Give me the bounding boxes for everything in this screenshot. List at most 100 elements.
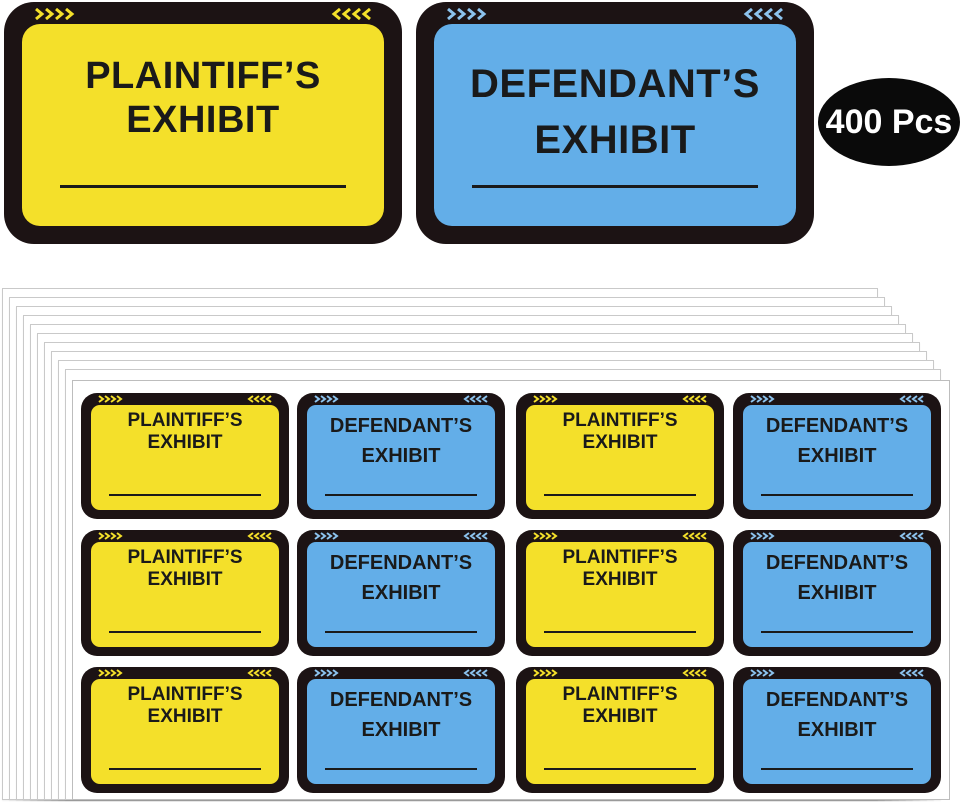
label-face: DEFENDANT’S EXHIBIT xyxy=(743,679,931,784)
defendant-exhibit-label: DEFENDANT’S EXHIBIT xyxy=(297,667,505,793)
label-face: DEFENDANT’S EXHIBIT xyxy=(307,679,495,784)
label-title-line2: EXHIBIT xyxy=(797,582,877,604)
label-title-line1: PLAINTIFF’S xyxy=(562,547,678,568)
label-title-line2: EXHIBIT xyxy=(797,719,877,741)
write-in-line xyxy=(544,494,696,496)
label-title-line2: EXHIBIT xyxy=(147,706,223,727)
chevron-right-icon xyxy=(750,395,775,403)
label-title-line1: DEFENDANT’S xyxy=(329,552,473,574)
label-face: DEFENDANT’S EXHIBIT xyxy=(434,24,796,226)
chevron-right-icon xyxy=(98,532,123,540)
write-in-line xyxy=(544,768,696,770)
write-in-line xyxy=(60,185,346,188)
label-title-line2: EXHIBIT xyxy=(361,719,441,741)
label-title-line2: EXHIBIT xyxy=(582,569,658,590)
chevron-left-icon xyxy=(247,395,272,403)
label-title-line1: DEFENDANT’S xyxy=(765,689,909,711)
chevron-left-icon xyxy=(899,395,924,403)
label-title-line2: EXHIBIT xyxy=(361,445,441,467)
chevron-left-icon xyxy=(247,532,272,540)
label-face: DEFENDANT’S EXHIBIT xyxy=(307,542,495,647)
label-title-line1: DEFENDANT’S xyxy=(329,689,473,711)
chevron-right-icon xyxy=(533,669,558,677)
write-in-line xyxy=(325,631,477,633)
label-face: PLAINTIFF’S EXHIBIT xyxy=(22,24,384,226)
chevron-right-icon xyxy=(314,532,339,540)
label-face: DEFENDANT’S EXHIBIT xyxy=(307,405,495,510)
label-title: DEFENDANT’S EXHIBIT xyxy=(434,56,796,168)
chevron-right-icon xyxy=(447,8,487,20)
count-badge: 400 Pcs xyxy=(818,78,960,166)
chevron-left-icon xyxy=(463,395,488,403)
label-title-line1: PLAINTIFF’S xyxy=(85,55,321,97)
write-in-line xyxy=(761,494,913,496)
defendant-exhibit-label: DEFENDANT’S EXHIBIT xyxy=(297,393,505,519)
chevron-right-icon xyxy=(750,532,775,540)
label-title-line2: EXHIBIT xyxy=(797,445,877,467)
write-in-line xyxy=(109,631,261,633)
label-title-line1: DEFENDANT’S xyxy=(329,415,473,437)
chevron-right-icon xyxy=(35,8,75,20)
chevron-left-icon xyxy=(331,8,371,20)
defendant-exhibit-label-large: DEFENDANT’S EXHIBIT xyxy=(416,2,814,244)
label-title-line1: PLAINTIFF’S xyxy=(562,684,678,705)
label-title: PLAINTIFF’S EXHIBIT xyxy=(22,54,384,142)
label-title-line2: EXHIBIT xyxy=(126,99,280,141)
label-face: DEFENDANT’S EXHIBIT xyxy=(743,405,931,510)
defendant-exhibit-label: DEFENDANT’S EXHIBIT xyxy=(297,530,505,656)
chevron-right-icon xyxy=(533,532,558,540)
label-title-line2: EXHIBIT xyxy=(582,432,658,453)
chevron-right-icon xyxy=(533,395,558,403)
label-title-line2: EXHIBIT xyxy=(147,432,223,453)
label-title: DEFENDANT’S EXHIBIT xyxy=(307,548,495,608)
chevron-left-icon xyxy=(463,532,488,540)
chevron-left-icon xyxy=(247,669,272,677)
label-title-line2: EXHIBIT xyxy=(147,569,223,590)
label-title: DEFENDANT’S EXHIBIT xyxy=(743,411,931,471)
label-title-line2: EXHIBIT xyxy=(361,582,441,604)
chevron-left-icon xyxy=(463,669,488,677)
plaintiff-exhibit-label-large: PLAINTIFF’S EXHIBIT xyxy=(4,2,402,244)
chevron-right-icon xyxy=(98,669,123,677)
write-in-line xyxy=(472,185,758,188)
chevron-right-icon xyxy=(314,669,339,677)
chevron-right-icon xyxy=(750,669,775,677)
label-title: DEFENDANT’S EXHIBIT xyxy=(307,411,495,471)
write-in-line xyxy=(325,494,477,496)
write-in-line xyxy=(109,768,261,770)
write-in-line xyxy=(109,494,261,496)
label-title-line1: PLAINTIFF’S xyxy=(127,547,243,568)
write-in-line xyxy=(544,631,696,633)
chevron-right-icon xyxy=(314,395,339,403)
defendant-exhibit-label: DEFENDANT’S EXHIBIT xyxy=(733,393,941,519)
chevron-left-icon xyxy=(682,395,707,403)
write-in-line xyxy=(761,631,913,633)
chevron-left-icon xyxy=(899,532,924,540)
label-title-line1: PLAINTIFF’S xyxy=(127,410,243,431)
chevron-left-icon xyxy=(682,669,707,677)
label-title-line1: DEFENDANT’S xyxy=(765,415,909,437)
chevron-left-icon xyxy=(743,8,783,20)
chevron-left-icon xyxy=(682,532,707,540)
label-title-line2: EXHIBIT xyxy=(582,706,658,727)
label-title-line1: PLAINTIFF’S xyxy=(562,410,678,431)
